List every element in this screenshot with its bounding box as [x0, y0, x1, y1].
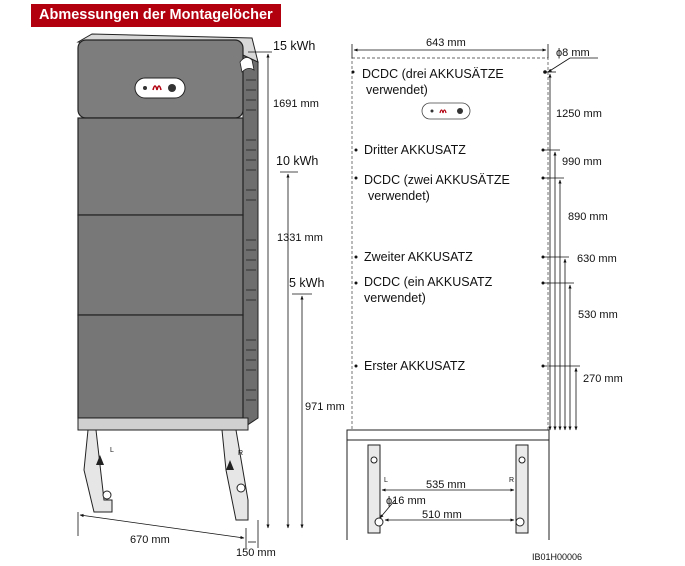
- height-10-label: 1331 mm: [277, 232, 323, 244]
- dcdc-three-label: DCDC (drei AKKUSÄTZE: [362, 67, 504, 81]
- dim-1250-label: 1250 mm: [556, 108, 602, 120]
- bottom-mark-right: R: [509, 477, 514, 484]
- page-title: Abmessungen der Montagelöcher: [31, 4, 281, 27]
- total-width-label: 643 mm: [426, 37, 466, 49]
- dim-270-label: 270 mm: [583, 373, 623, 385]
- dim-890-label: 890 mm: [568, 211, 608, 223]
- dcdc-one-label-cont: verwendet): [364, 291, 426, 305]
- bracket-mark-left: L: [110, 447, 114, 454]
- capacity-10-label: 10 kWh: [276, 154, 318, 168]
- hole-diameter-label: ϕ8 mm: [556, 47, 590, 59]
- bracket-right: [221, 429, 249, 521]
- battery-module-1: [77, 314, 244, 419]
- bolt-spacing-label: 510 mm: [422, 509, 462, 521]
- height-15-label: 1691 mm: [273, 98, 319, 110]
- bracket-left: [83, 429, 113, 513]
- dcdc-one-label: DCDC (ein AKKUSATZ: [364, 275, 493, 289]
- bottom-mark-left: L: [384, 477, 388, 484]
- capacity-15-label: 15 kWh: [273, 39, 315, 53]
- dim-630-label: 630 mm: [577, 253, 617, 265]
- dcdc-two-label-cont: verwendet): [368, 189, 430, 203]
- second-pack-label: Zweiter AKKUSATZ: [364, 250, 473, 264]
- bracket-width-label: 535 mm: [426, 479, 466, 491]
- left-dimensions: [77, 51, 312, 548]
- depth-label: 150 mm: [236, 547, 276, 559]
- battery-module-2: [77, 214, 244, 316]
- base-plate: [77, 417, 249, 431]
- logo-panel-small: [421, 102, 471, 120]
- dcdc-two-label: DCDC (zwei AKKUSÄTZE: [364, 173, 510, 187]
- capacity-5-label: 5 kWh: [289, 276, 324, 290]
- third-pack-label: Dritter AKKUSATZ: [364, 143, 466, 157]
- base-outline: [346, 429, 550, 441]
- figure-code: IB01H00006: [532, 552, 582, 562]
- height-5-label: 971 mm: [305, 401, 345, 413]
- battery-stack-3d: L R: [76, 33, 259, 521]
- bottom-bracket-right: [515, 444, 529, 534]
- width-label: 670 mm: [130, 534, 170, 546]
- bolt-diameter-label: ϕ16 mm: [386, 495, 426, 507]
- dcdc-three-label-cont: verwendet): [366, 83, 428, 97]
- hole-layout: 643 mm ϕ8 mm: [346, 37, 623, 562]
- battery-module-3: [77, 117, 244, 216]
- dim-530-label: 530 mm: [578, 309, 618, 321]
- bracket-mark-right: R: [238, 450, 243, 457]
- bottom-bracket-left: [367, 444, 381, 534]
- first-pack-label: Erster AKKUSATZ: [364, 359, 466, 373]
- dim-990-label: 990 mm: [562, 156, 602, 168]
